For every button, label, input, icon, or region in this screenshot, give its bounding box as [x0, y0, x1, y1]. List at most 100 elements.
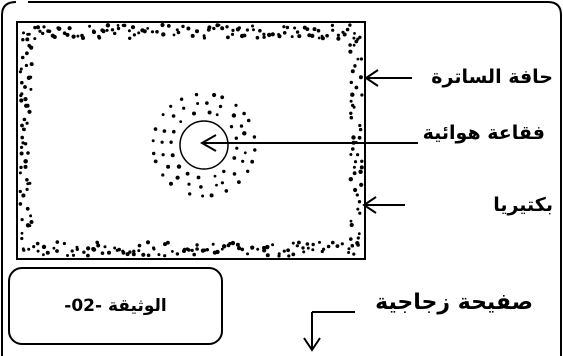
label-glass-slide: صفيحة زجاجية [375, 290, 533, 315]
bacteria-dots [18, 22, 364, 258]
dot [103, 245, 107, 249]
dot [18, 202, 23, 206]
dot [356, 236, 360, 240]
dot [358, 123, 362, 128]
dot [47, 29, 52, 34]
dot [41, 31, 45, 36]
dot [285, 25, 290, 30]
dot [235, 242, 240, 247]
dot [91, 29, 97, 35]
dot [322, 247, 326, 251]
dot [113, 31, 117, 36]
dot [265, 244, 270, 250]
dot [220, 26, 225, 31]
dot [232, 172, 237, 176]
dot [176, 30, 181, 35]
dot [211, 242, 215, 246]
dot [137, 249, 141, 253]
dot [20, 231, 24, 235]
dot [25, 178, 29, 182]
dot [57, 26, 62, 31]
dot [358, 211, 362, 215]
dot [213, 174, 217, 178]
dot [220, 247, 224, 251]
dot [137, 243, 142, 248]
dot [311, 248, 315, 252]
dot [29, 62, 34, 67]
dot [349, 219, 353, 223]
dot [86, 246, 91, 251]
dot [150, 30, 155, 34]
dot [352, 252, 356, 256]
dot [326, 244, 331, 249]
dot [221, 244, 227, 249]
dot [22, 248, 26, 252]
dot [194, 92, 199, 97]
dot [170, 153, 175, 158]
dot [29, 214, 33, 218]
dot [23, 164, 28, 169]
dot [356, 243, 360, 247]
dot [166, 164, 171, 169]
dot [349, 111, 353, 116]
dot [179, 120, 183, 123]
dot [202, 34, 206, 38]
arrow-glass-slide [303, 311, 355, 352]
dot [353, 160, 358, 164]
dot [202, 248, 207, 252]
dot [146, 253, 151, 258]
dot [246, 252, 249, 256]
dot [100, 251, 105, 255]
dot [271, 243, 275, 247]
dot [29, 87, 33, 91]
dot [230, 240, 236, 246]
dot [357, 232, 361, 236]
dot [345, 27, 350, 32]
dot [28, 181, 32, 185]
dot [311, 242, 315, 247]
dot [45, 250, 50, 255]
dot [359, 182, 364, 187]
dot [175, 175, 180, 180]
dot [25, 206, 30, 211]
dot [207, 110, 212, 115]
dot [352, 165, 356, 169]
dot [262, 35, 266, 39]
dot [316, 28, 321, 33]
dot [19, 165, 23, 170]
document-label: الوثيقة -02- [64, 296, 167, 316]
dot [353, 32, 356, 35]
dot [239, 33, 245, 39]
dot [181, 24, 185, 29]
dot [352, 171, 357, 176]
dot [341, 30, 345, 34]
dot [176, 164, 182, 169]
dot [70, 249, 74, 253]
dot [349, 99, 353, 103]
dot [128, 250, 132, 254]
dot [349, 115, 354, 120]
dot [26, 75, 32, 81]
dot [42, 25, 46, 29]
dot [295, 30, 300, 34]
dot [25, 103, 30, 108]
dot [330, 23, 334, 27]
dot [23, 97, 28, 102]
dot [20, 135, 25, 140]
dot [231, 113, 237, 118]
dot [359, 57, 363, 61]
dot [317, 36, 321, 40]
dot [21, 127, 25, 131]
dot [20, 236, 24, 241]
dot [220, 95, 225, 100]
dot [277, 254, 281, 258]
dot [262, 32, 266, 36]
dot [172, 129, 176, 134]
dot [282, 31, 287, 35]
dot [163, 242, 167, 247]
dot [18, 189, 22, 194]
dot [52, 246, 56, 250]
dot [23, 159, 28, 164]
coverslip-rect [16, 21, 366, 260]
